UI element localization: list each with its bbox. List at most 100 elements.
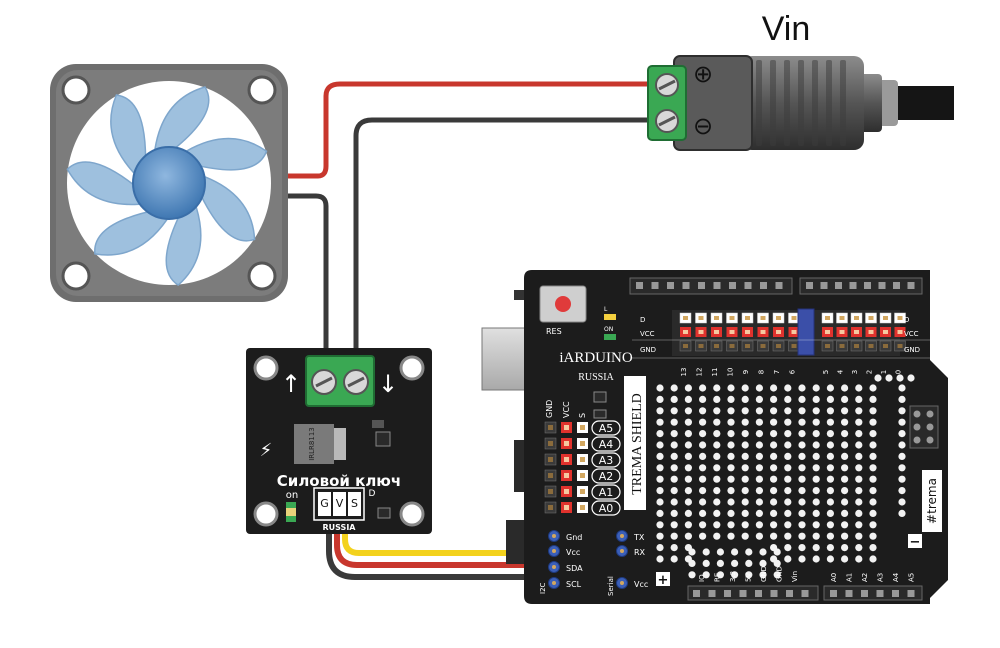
module-led [286, 502, 296, 508]
fan-blades [66, 86, 268, 287]
module-logo-icon: ⚡ [260, 440, 273, 461]
i2c-vcc-label: Vcc [566, 548, 580, 557]
analog-pin-label: A1 [599, 486, 614, 499]
module-pin-v [333, 492, 346, 516]
module-pin-label: G [320, 497, 329, 510]
fan-blade [185, 137, 268, 171]
digital-pin-number: 7 [773, 370, 781, 374]
minus-rail-icon: − [910, 535, 921, 550]
module-on-label: on [286, 490, 298, 501]
analog-bottom-label: A5 [908, 573, 916, 582]
digital-pin-number: 8 [758, 370, 766, 374]
module-pin-label: S [351, 497, 358, 510]
fan-red-wire [288, 81, 650, 179]
i2c-gnd-label: Gnd [566, 533, 582, 542]
digital-pin-number: 13 [680, 368, 688, 377]
module-pin-label: V [336, 497, 344, 510]
analog-pin-label: A4 [599, 438, 614, 451]
vin-gnd-wire [353, 117, 650, 372]
fan-blade [110, 94, 147, 174]
row-d-label: D [640, 316, 645, 324]
module-mount-hole [253, 355, 279, 381]
power-pin-label: IO [698, 574, 706, 582]
minus-terminal-icon: ⊖ [693, 112, 713, 140]
arrow-up-icon: ↑ [281, 370, 301, 398]
led-l [604, 314, 616, 320]
fan-screw-hole [247, 75, 277, 105]
led-l-label: L [604, 306, 608, 313]
module-pin-s [348, 492, 361, 516]
vin-label: Vin [762, 10, 811, 48]
digital-pin-number: 6 [789, 369, 797, 374]
fan-blade [197, 175, 256, 242]
fan-screw-hole [247, 261, 277, 291]
power-pin-label: 5V [745, 573, 753, 582]
digital-pin-number: 11 [711, 368, 719, 377]
analog-bottom-label: A1 [846, 573, 854, 582]
digital-pin-number: 2 [866, 370, 874, 374]
analog-bottom-label: A2 [861, 573, 869, 582]
row-d-label-right: D [904, 316, 909, 324]
serial-rx-label: RX [634, 548, 646, 557]
fan-blade [154, 86, 210, 154]
digital-pin-number: 9 [742, 370, 750, 374]
analog-bottom-label: A4 [892, 572, 900, 582]
analog-pin-label: A3 [599, 454, 614, 467]
cooling-fan [50, 64, 288, 302]
plus-terminal-icon: ⊕ [693, 60, 713, 88]
shield-name: TREMA SHIELD [630, 393, 645, 495]
power-pin-label: GND [760, 566, 768, 582]
mosfet-label: IRLR8113 [308, 427, 316, 461]
digital-pin-number: 12 [696, 368, 704, 377]
reset-button-cap[interactable] [555, 296, 571, 312]
digital-pin-number: 5 [822, 370, 830, 374]
fan-blade [66, 161, 141, 206]
fan-hub [132, 146, 206, 220]
power-pin-label: RE [714, 573, 722, 582]
fan-blade [94, 209, 168, 256]
fan-black-wire [288, 193, 329, 372]
i2c-label: I2C [539, 582, 547, 594]
arrow-down-icon: ↓ [378, 370, 398, 398]
shield-brand: iARDUINO [559, 350, 632, 366]
col-vcc-label: VCC [562, 401, 571, 418]
col-gnd-label: GND [545, 400, 554, 418]
fan-blade [165, 206, 202, 287]
digital-pin-number: 3 [851, 370, 859, 374]
module-mount-hole [253, 501, 279, 527]
i2c-scl-label: SCL [566, 580, 582, 589]
digital-pin-number: 10 [727, 368, 735, 377]
col-s-label: S [578, 413, 587, 418]
analog-pin-label: A2 [599, 470, 614, 483]
reset-label: RES [546, 327, 562, 336]
power-pin-label: Vin [791, 571, 799, 582]
module-d-label: D [369, 489, 376, 499]
row-vcc-label-right: VCC [904, 330, 919, 338]
dc-jack-adapter: ⊕ ⊖ [647, 55, 954, 151]
module-pin-g [318, 492, 331, 516]
fan-screw-hole [61, 261, 91, 291]
mosfet-chip [294, 424, 334, 464]
shield-country: RUSSIA [578, 372, 614, 383]
row-gnd-label: GND [640, 346, 656, 354]
shield-tag: #trema [925, 478, 939, 524]
module-mount-hole [399, 355, 425, 381]
serial-label: Serial [607, 576, 615, 596]
led-on-label: ON [604, 326, 613, 333]
analog-bottom-label: A3 [877, 573, 885, 582]
serial-tx-label: TX [633, 533, 645, 542]
analog-pin-label: A5 [599, 422, 614, 435]
module-brand: RUSSIA [323, 523, 357, 532]
digital-pin-number: 0 [895, 370, 903, 374]
connector-plug [797, 308, 815, 356]
digital-pin-number: 1 [880, 370, 888, 374]
power-pin-label: GND [776, 566, 784, 582]
plus-rail-icon: + [658, 573, 669, 588]
analog-pin-label: A0 [599, 502, 614, 515]
digital-pin-number: 4 [837, 369, 845, 374]
serial-vcc-label: Vcc [634, 580, 648, 589]
analog-bottom-label: A0 [830, 573, 838, 582]
i2c-sda-label: SDA [566, 564, 583, 573]
